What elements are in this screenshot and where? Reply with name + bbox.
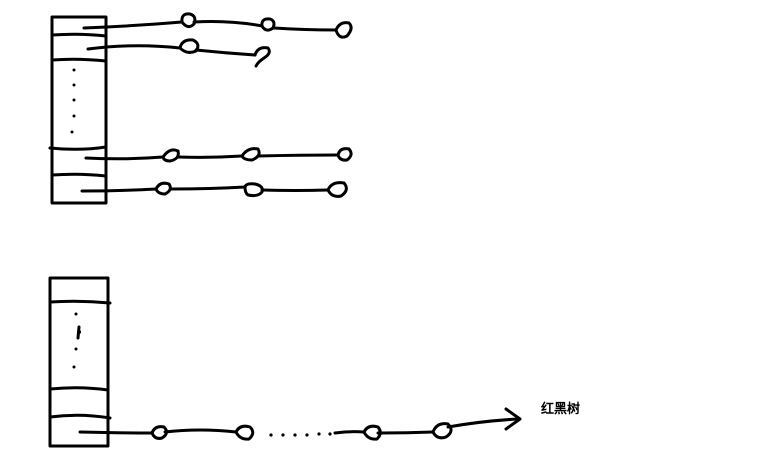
chain-link: [176, 154, 244, 159]
chain-link: [256, 153, 340, 158]
top-hash-array: [48, 15, 108, 205]
bottom-array-divider-3: [48, 413, 112, 420]
chain-node: [234, 424, 255, 441]
chain-link: [86, 44, 182, 51]
arrow-head: [504, 407, 522, 431]
chain-node: [334, 21, 353, 39]
top-array-divider-3: [48, 145, 108, 151]
chain-link: [333, 430, 366, 435]
chain-node: [180, 12, 197, 29]
chain-link: [446, 417, 520, 429]
bottom-chain: [78, 407, 522, 441]
top-chain-4: [80, 181, 348, 198]
chain-link: [192, 20, 264, 28]
chain-link: [272, 26, 338, 32]
chain-node: [431, 422, 453, 440]
top-array-box: [50, 15, 108, 205]
bottom-array-ellipsis: [72, 312, 81, 369]
chain-link: [170, 185, 247, 191]
chain-link: [260, 188, 330, 192]
chain-link: [84, 155, 165, 161]
bottom-array-divider-1: [48, 299, 112, 305]
chain-link: [80, 187, 158, 193]
chain-link: [376, 430, 435, 435]
top-array-divider-4: [50, 172, 108, 178]
chain-link: [194, 48, 257, 57]
chain-node: [326, 181, 348, 198]
chain-node: [243, 182, 264, 198]
bottom-array-divider-2: [48, 386, 110, 392]
chain-node: [161, 148, 180, 163]
red-black-tree-label: 红黑树: [541, 402, 581, 417]
bottom-array-tick: [76, 325, 81, 340]
chain-node: [260, 17, 276, 32]
chain-node: [253, 46, 271, 68]
top-chain-2: [86, 38, 271, 68]
top-array-divider-1: [50, 32, 108, 38]
chain-link: [82, 20, 184, 30]
chain-node: [336, 147, 353, 162]
bottom-hash-array: [48, 276, 112, 448]
chain-node: [240, 147, 261, 162]
chain-node: [154, 181, 172, 196]
top-array-ellipsis: [70, 68, 76, 134]
bottom-array-box: [48, 276, 110, 448]
bottom-chain-ellipsis: [269, 432, 332, 437]
top-chain-3: [84, 147, 353, 163]
top-array-divider-2: [50, 57, 108, 63]
chain-node: [178, 38, 200, 54]
chain-link: [163, 428, 238, 434]
top-chain-1: [82, 12, 353, 39]
chain-link: [78, 430, 154, 435]
